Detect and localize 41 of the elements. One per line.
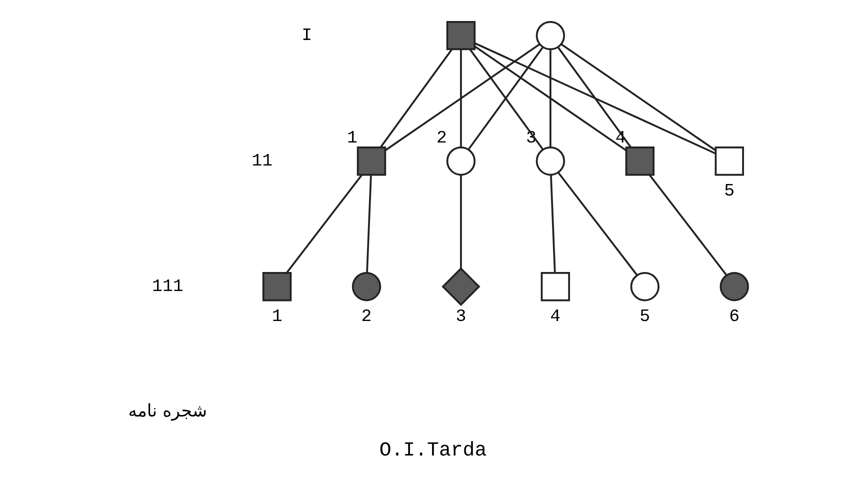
- node-label: 5: [640, 308, 650, 328]
- connector: [286, 174, 362, 274]
- connector: [648, 174, 728, 276]
- node-label: 5: [724, 182, 735, 202]
- node-label: 3: [456, 308, 466, 328]
- node-box: [714, 146, 744, 176]
- label: شجره نامه: [128, 402, 208, 422]
- node-circle: [352, 272, 382, 302]
- connector: [366, 175, 372, 273]
- node-label: 4: [550, 308, 561, 328]
- label: I: [302, 27, 312, 46]
- node-circle: [536, 146, 566, 176]
- node-label: 1: [347, 130, 358, 149]
- connector: [384, 43, 540, 152]
- label: 111: [152, 278, 184, 298]
- node-label: 2: [361, 308, 372, 328]
- node-box: [540, 272, 570, 302]
- node-circle: [446, 146, 476, 176]
- node-box: [262, 272, 292, 302]
- connector: [557, 172, 638, 276]
- node-box: [446, 20, 476, 50]
- connector: [380, 48, 452, 148]
- connector: [474, 42, 716, 154]
- connector: [460, 50, 462, 148]
- node-circle: [720, 272, 749, 302]
- node-circle: [630, 272, 660, 302]
- connector: [550, 50, 552, 148]
- connector: [557, 46, 632, 148]
- node-label: 1: [272, 308, 282, 328]
- node-diamond: [442, 267, 480, 306]
- node-box: [625, 146, 655, 176]
- connector: [550, 175, 556, 273]
- node-label: 2: [436, 130, 447, 149]
- node-circle: [536, 20, 566, 50]
- label: 11: [252, 152, 273, 172]
- caption: O.I.Tarda: [379, 438, 487, 462]
- connector: [460, 175, 462, 268]
- connector: [560, 43, 716, 152]
- node-label: 6: [729, 308, 740, 328]
- connector: [474, 46, 626, 151]
- node-box: [356, 146, 386, 176]
